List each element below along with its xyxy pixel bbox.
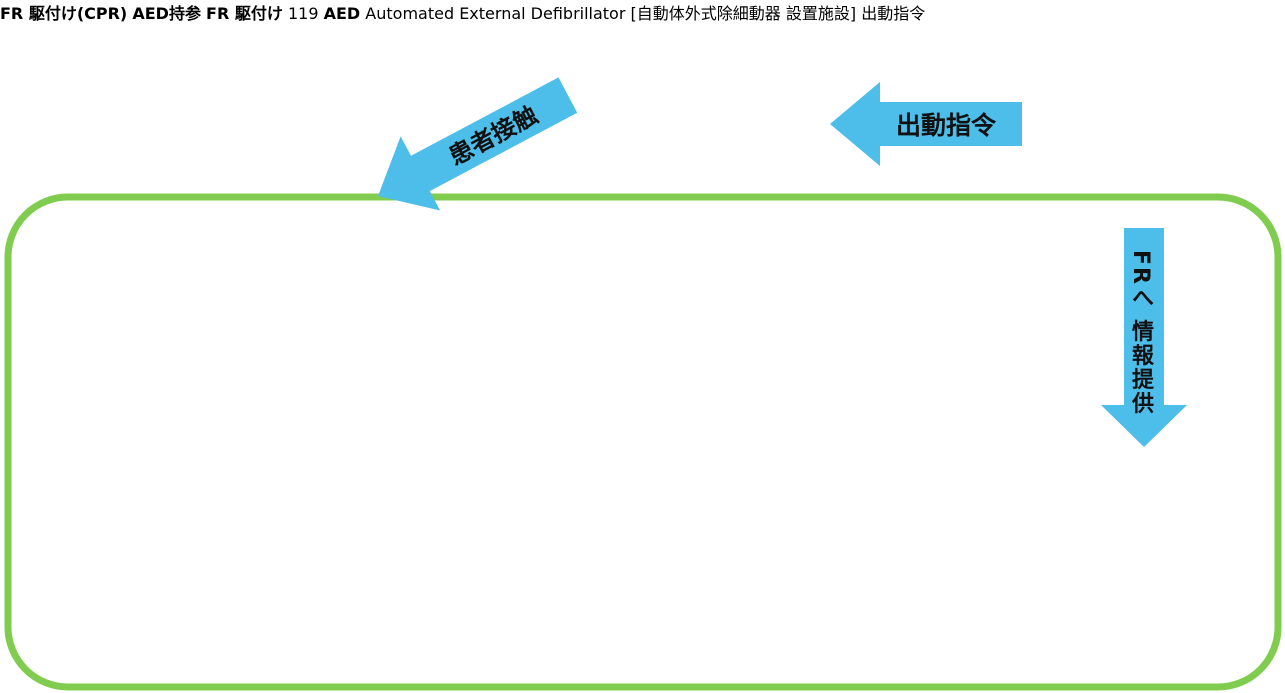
- arrow-fr-info: [1101, 228, 1187, 447]
- aed-sub-jp: [自動体外式除細動器 設置施設]: [630, 4, 857, 23]
- dispatcher-head: 119: [288, 4, 324, 23]
- community-frame: [4, 193, 1282, 691]
- house-label: 出動指令: [861, 4, 926, 23]
- aed-sub-en: Automated External Defibrillator: [365, 4, 626, 23]
- arrow-dispatch-top: 出動指令: [830, 82, 1022, 166]
- arrow-aed-bring: AED持参: [132, 4, 206, 23]
- command-center: 119: [288, 4, 324, 23]
- arrow-fr-rush-label: FR 駆付け: [206, 4, 283, 23]
- house: 出動指令: [861, 4, 925, 23]
- arrow-fr-rush-cpr: FR 駆付け(CPR): [0, 4, 132, 23]
- arrow-patient-contact: 患者接触: [378, 77, 578, 211]
- clock-icon: AED Automated External Defibrillator [自動…: [324, 4, 862, 23]
- aed-facility: AED Automated External Defibrillator [自動…: [324, 4, 862, 23]
- heart-bolt-icon: AED Automated External Defibrillator [自動…: [324, 4, 862, 23]
- command-number: 119: [287, 4, 319, 23]
- arrow-fr-rush-cpr-label: FR 駆付け(CPR): [0, 4, 128, 23]
- arrow-fr-info-label: FRへ 情報提供: [1128, 250, 1153, 416]
- arrow-aed-bring-label: AED持参: [132, 4, 201, 23]
- arrow-dispatch-top-label: 出動指令: [896, 111, 997, 140]
- aed-logo: AED: [323, 4, 361, 23]
- arrow-fr-rush: FR 駆付け: [206, 4, 288, 23]
- aed-sign: AED Automated External Defibrillator [自動…: [324, 4, 862, 23]
